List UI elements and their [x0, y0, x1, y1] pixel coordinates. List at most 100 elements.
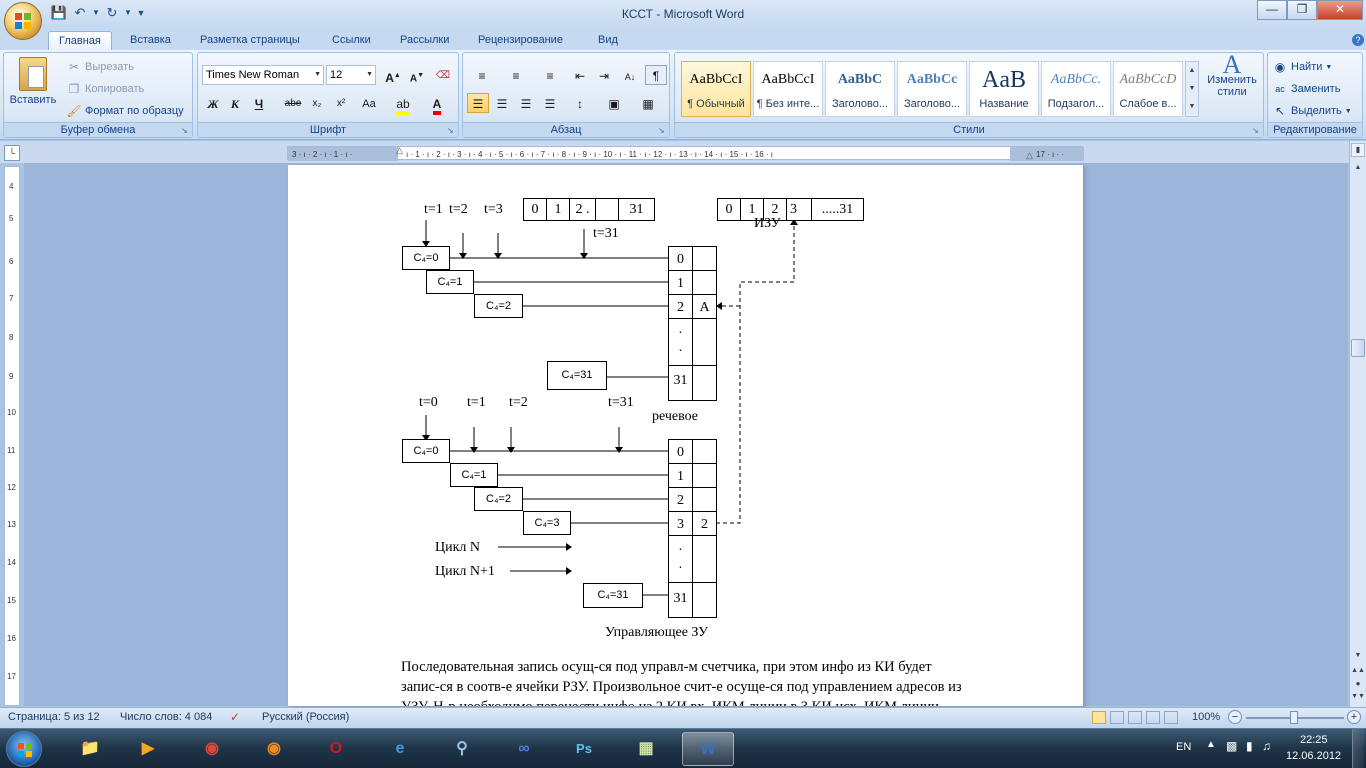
- office-button[interactable]: [4, 2, 42, 40]
- highlight-button[interactable]: ab: [390, 93, 416, 115]
- word-taskbar-icon[interactable]: W: [682, 732, 734, 766]
- clock-date[interactable]: 12.06.2012: [1286, 750, 1342, 762]
- subscript-button[interactable]: x₂: [312, 98, 322, 109]
- zoom-level[interactable]: 100%: [1192, 711, 1221, 723]
- tab-mailings[interactable]: Рассылки: [400, 34, 450, 46]
- explorer-taskbar-icon[interactable]: 📁: [80, 740, 100, 757]
- browse-object-icon[interactable]: ●: [1355, 679, 1361, 688]
- search-taskbar-icon[interactable]: ⚲: [456, 740, 468, 757]
- zoom-in-icon[interactable]: +: [1347, 710, 1361, 724]
- ruler-toggle-icon[interactable]: ▮: [1351, 143, 1365, 157]
- superscript-button[interactable]: x²: [336, 98, 346, 109]
- find-button[interactable]: ◉Найти▼: [1272, 59, 1333, 75]
- tab-page-layout[interactable]: Разметка страницы: [200, 34, 300, 46]
- multilevel-list-button[interactable]: ≡: [535, 65, 565, 85]
- power-icon[interactable]: ▮: [1246, 739, 1253, 753]
- restore-button[interactable]: ❐: [1287, 0, 1317, 20]
- style-subtitle[interactable]: AaBbCc.Подзагол...: [1041, 61, 1111, 117]
- bold-button[interactable]: Ж: [207, 97, 219, 111]
- line-spacing-button[interactable]: ↕: [565, 93, 595, 113]
- redo-icon[interactable]: ↻: [106, 5, 118, 20]
- word-count[interactable]: Число слов: 4 084: [120, 711, 213, 723]
- firefox-taskbar-icon[interactable]: ◉: [267, 740, 281, 757]
- paste-button[interactable]: Вставить: [8, 57, 58, 106]
- customize-qat-icon[interactable]: ▼: [136, 8, 146, 18]
- scroll-thumb[interactable]: [1351, 339, 1365, 357]
- bullets-button[interactable]: ≡: [467, 65, 497, 85]
- font-color-button[interactable]: A: [424, 93, 450, 115]
- numbering-button[interactable]: ≡: [501, 65, 531, 85]
- increase-indent-button[interactable]: ⇥: [593, 65, 615, 85]
- decrease-indent-button[interactable]: ⇤: [569, 65, 591, 85]
- clear-format-button[interactable]: ⌫: [435, 70, 451, 81]
- scroll-up-icon[interactable]: ▲: [1354, 164, 1362, 171]
- tab-references[interactable]: Ссылки: [332, 34, 371, 46]
- indent-marker-icon[interactable]: △: [396, 145, 403, 155]
- horizontal-ruler[interactable]: 3 · ı · 2 · ı · 1 · ı · ı · 1 · ı · 2 · …: [287, 145, 1084, 161]
- shrink-font-button[interactable]: A▼: [409, 72, 425, 85]
- dialog-launcher-icon[interactable]: ↘: [447, 126, 454, 135]
- volume-icon[interactable]: ♫: [1262, 739, 1271, 753]
- dialog-launcher-icon[interactable]: ↘: [1252, 126, 1259, 135]
- sort-button[interactable]: A↓: [619, 65, 641, 85]
- tab-home[interactable]: Главная: [48, 31, 112, 50]
- select-button[interactable]: ↖Выделить▼: [1272, 103, 1352, 119]
- close-button[interactable]: ✕: [1317, 0, 1363, 20]
- font-size-select[interactable]: 12▼: [326, 65, 376, 85]
- style-no-spacing[interactable]: AaBbCcI¶ Без инте...: [753, 61, 823, 117]
- opera-taskbar-icon[interactable]: O: [329, 740, 343, 757]
- shading-button[interactable]: ▣: [599, 93, 629, 113]
- undo-icon[interactable]: ↶: [74, 5, 86, 20]
- dialog-launcher-icon[interactable]: ↘: [658, 126, 665, 135]
- network-icon[interactable]: ▩: [1226, 739, 1238, 753]
- style-normal[interactable]: AaBbCcI¶ Обычный: [681, 61, 751, 117]
- zoom-out-icon[interactable]: −: [1228, 710, 1242, 724]
- print-layout-view-icon[interactable]: [1092, 711, 1106, 724]
- infinity-taskbar-icon[interactable]: ∞: [518, 740, 530, 757]
- undo-dropdown-icon[interactable]: ▼: [92, 8, 100, 17]
- change-case-button[interactable]: Aa: [362, 98, 376, 110]
- underline-button[interactable]: Ч: [254, 97, 264, 111]
- justify-button[interactable]: ☰: [539, 93, 561, 113]
- tab-review[interactable]: Рецензирование: [478, 34, 563, 46]
- chrome-taskbar-icon[interactable]: ◉: [205, 740, 219, 757]
- grow-font-button[interactable]: A▲: [385, 71, 401, 85]
- help-icon[interactable]: ?: [1352, 34, 1364, 46]
- clock-time[interactable]: 22:25: [1300, 734, 1328, 746]
- save-icon[interactable]: 💾: [50, 5, 68, 20]
- photoshop-taskbar-icon[interactable]: Ps: [576, 741, 592, 756]
- tab-selector[interactable]: └: [4, 145, 20, 161]
- page-count[interactable]: Страница: 5 из 12: [8, 711, 100, 723]
- prev-page-icon[interactable]: ▲▲: [1351, 667, 1365, 674]
- web-view-icon[interactable]: [1128, 711, 1142, 724]
- next-page-icon[interactable]: ▼▼: [1351, 693, 1365, 700]
- scroll-down-icon[interactable]: ▼: [1354, 652, 1362, 659]
- tab-insert[interactable]: Вставка: [130, 34, 171, 46]
- outline-view-icon[interactable]: [1146, 711, 1160, 724]
- right-indent-marker-icon[interactable]: △: [1026, 150, 1033, 160]
- internet-explorer-taskbar-icon[interactable]: e: [395, 740, 405, 757]
- tab-view[interactable]: Вид: [598, 34, 618, 46]
- font-name-select[interactable]: Times New Roman▼: [202, 65, 324, 85]
- redo-dropdown-icon[interactable]: ▼: [124, 8, 132, 17]
- vertical-scrollbar[interactable]: ▮ ▲ ▼ ▲▲ ● ▼▼: [1349, 141, 1366, 707]
- zoom-slider-thumb[interactable]: [1290, 711, 1298, 724]
- language-indicator[interactable]: Русский (Россия): [262, 711, 350, 723]
- full-screen-view-icon[interactable]: [1110, 711, 1124, 724]
- strikethrough-button[interactable]: abe: [284, 98, 302, 109]
- cut-button[interactable]: ✂Вырезать: [66, 59, 134, 75]
- dialog-launcher-icon[interactable]: ↘: [181, 126, 188, 135]
- show-marks-button[interactable]: ¶: [645, 65, 667, 85]
- draft-view-icon[interactable]: [1164, 711, 1178, 724]
- start-button[interactable]: [6, 731, 42, 767]
- align-left-button[interactable]: ☰: [467, 93, 489, 113]
- tray-expand-icon[interactable]: ▲: [1206, 739, 1216, 750]
- chart-app-taskbar-icon[interactable]: ▦: [638, 740, 654, 757]
- format-painter-button[interactable]: 🖌Формат по образцу: [66, 104, 184, 118]
